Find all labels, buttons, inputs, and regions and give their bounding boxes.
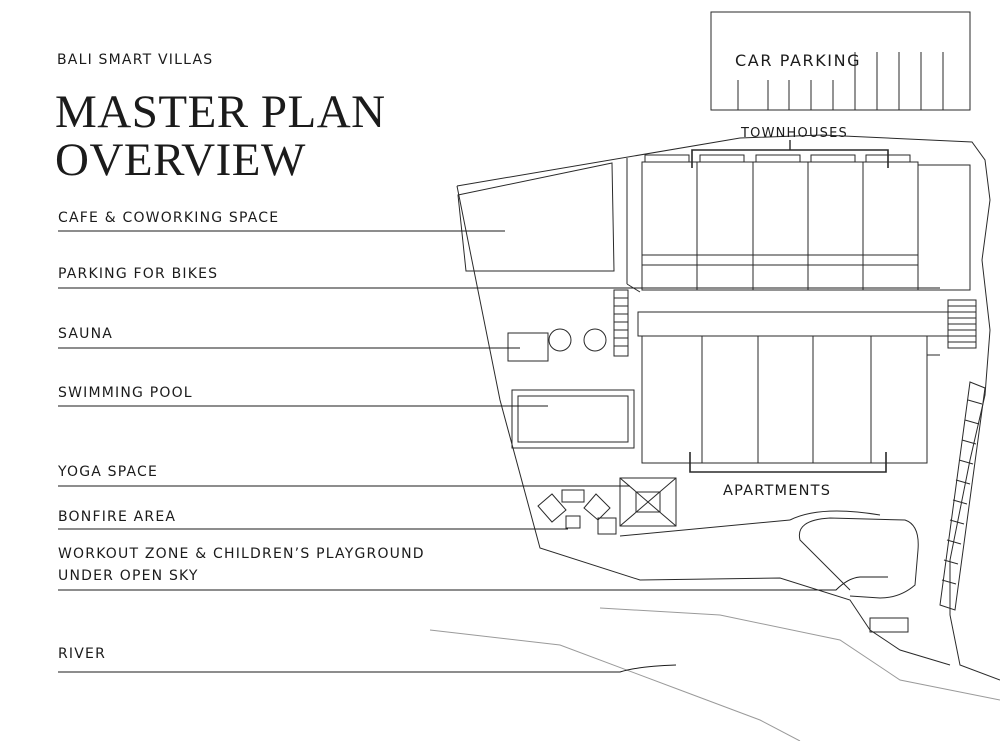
legend-river: RIVER (58, 646, 107, 662)
townhouses-block (641, 154, 971, 291)
legend-yoga: YOGA SPACE (58, 464, 159, 480)
road-edge (429, 629, 801, 741)
site-boundary (456, 134, 1000, 681)
stairs-west (613, 289, 629, 357)
swimming-pool (511, 389, 635, 449)
brand-name: BALI SMART VILLAS (57, 52, 214, 68)
bonfire-area (537, 489, 617, 535)
legend-bike-parking: PARKING FOR BIKES (58, 266, 219, 282)
steps-south (869, 617, 909, 633)
yoga-pavilion (619, 477, 677, 527)
legend-sauna: SAUNA (58, 326, 114, 342)
title-line-1: MASTER PLAN (55, 86, 386, 138)
walkway (637, 311, 949, 337)
workout-zone (798, 517, 919, 599)
legend-workout-line-2: UNDER OPEN SKY (58, 568, 199, 584)
legend-cafe: CAFE & COWORKING SPACE (58, 210, 280, 226)
townhouses-label: TOWNHOUSES (741, 126, 848, 141)
road-edge-2 (599, 607, 1000, 701)
cafe-building (457, 162, 615, 272)
townhouses-bracket (691, 149, 889, 168)
legend-workout-line-1: WORKOUT ZONE & CHILDREN’S PLAYGROUND (58, 546, 425, 562)
stairs-east (947, 299, 977, 349)
legend-bonfire: BONFIRE AREA (58, 509, 177, 525)
page-title: MASTER PLAN OVERVIEW (55, 88, 386, 184)
legend-pool: SWIMMING POOL (58, 385, 193, 401)
car-parking-label: CAR PARKING (735, 51, 862, 70)
sauna (507, 328, 607, 362)
car-parking-lot (710, 11, 971, 111)
ramp-east (939, 381, 986, 611)
apartments-label: APARTMENTS (723, 483, 832, 499)
apartments-block (641, 335, 940, 464)
apartments-bracket (689, 452, 887, 473)
site-boundary-west (456, 185, 951, 666)
title-line-2: OVERVIEW (55, 134, 306, 186)
leader-lines (58, 230, 940, 673)
